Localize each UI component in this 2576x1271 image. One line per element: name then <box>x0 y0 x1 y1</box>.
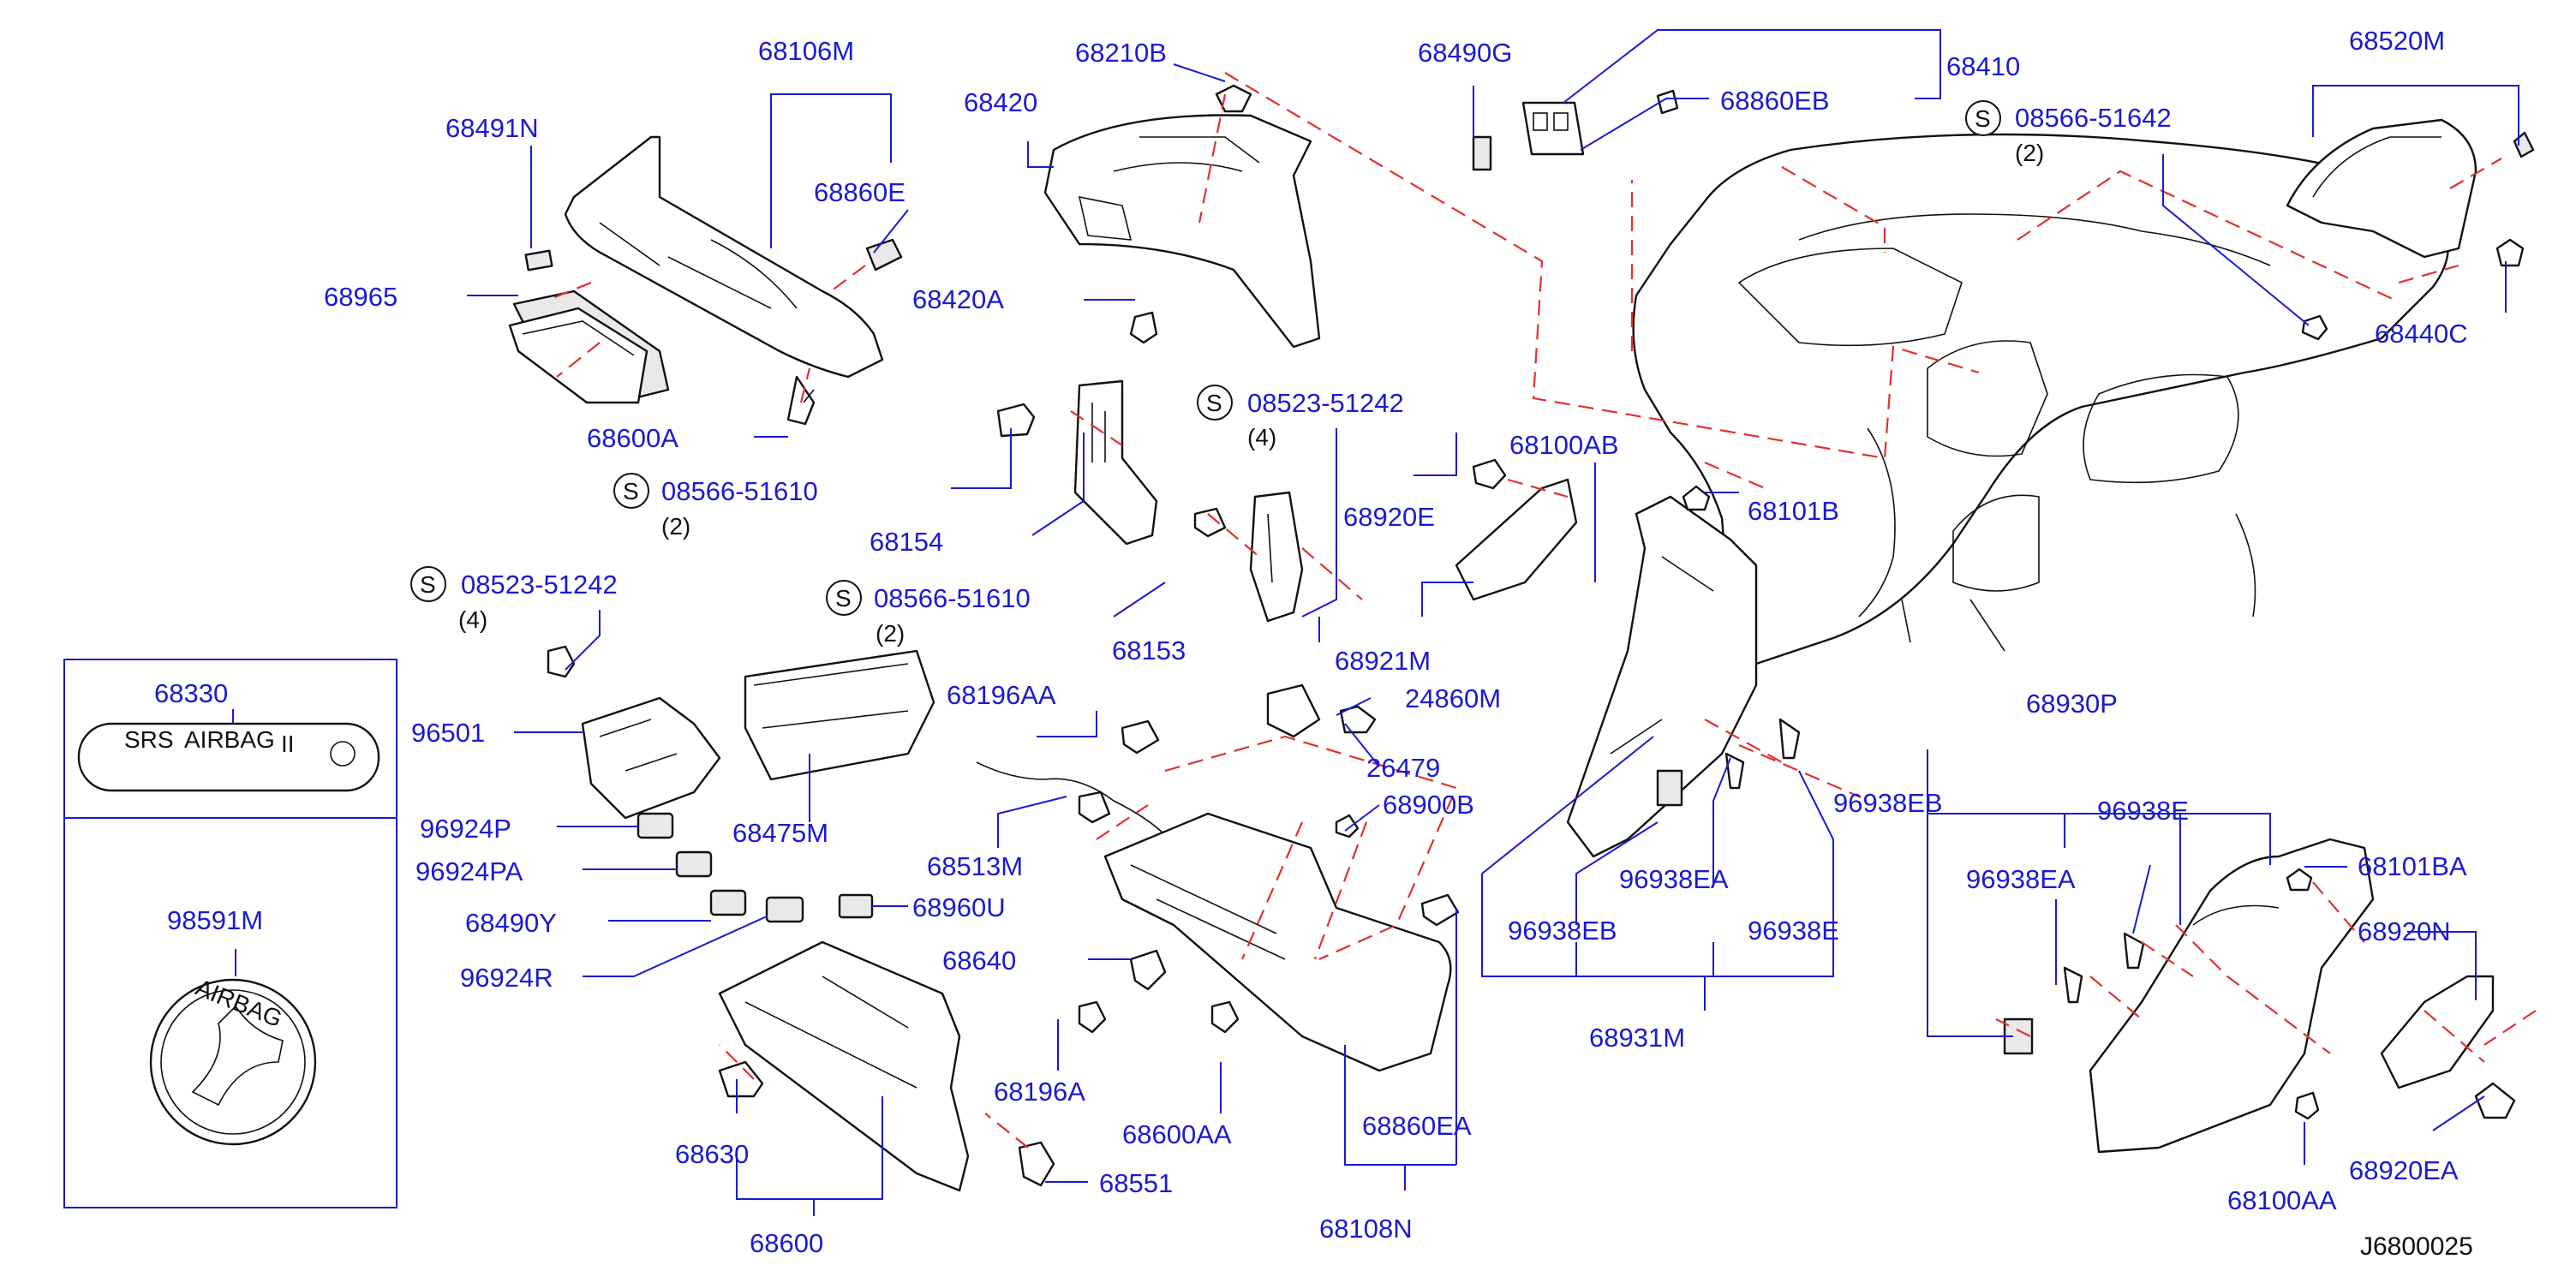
inset-panel: SRS AIRBAG II AIRBAG <box>63 659 397 1208</box>
label-68420A: 68420A <box>912 284 1004 314</box>
label-68153: 68153 <box>1112 636 1186 665</box>
label-96938EB-lower: 96938EB <box>1508 916 1617 946</box>
svg-text:(2): (2) <box>876 620 905 647</box>
label-68101B: 68101B <box>1748 496 1839 526</box>
diagram-code: J6800025 <box>2360 1232 2473 1261</box>
label-68196AA: 68196AA <box>947 680 1056 710</box>
right-lower-panel <box>2003 838 2516 1154</box>
svg-text:SRS: SRS <box>124 726 174 753</box>
label-96924P: 96924P <box>420 814 511 844</box>
label-68930P: 68930P <box>2026 689 2118 719</box>
side-cover <box>1455 458 1578 601</box>
svg-text:08566-51642: 08566-51642 <box>2015 103 2172 133</box>
label-68921M: 68921M <box>1335 646 1431 676</box>
part-labels: 68106M 68491N 68860E 68965 68600A 68210B… <box>154 26 2468 1258</box>
label-68106M: 68106M <box>758 36 854 66</box>
meter-hood <box>1043 84 1321 349</box>
label-68210B: 68210B <box>1075 38 1167 68</box>
label-96938EA-left: 96938EA <box>1619 864 1729 894</box>
small-top-parts <box>1472 89 1679 171</box>
label-24860M: 24860M <box>1405 683 1501 713</box>
svg-text:08523-51242: 08523-51242 <box>1247 388 1404 418</box>
label-68600: 68600 <box>750 1228 823 1258</box>
screw-ref-08523-51242-left: S 08523-51242 (4) <box>410 566 618 633</box>
label-68960U: 68960U <box>912 892 1006 922</box>
label-26479: 26479 <box>1366 753 1440 783</box>
label-68965: 68965 <box>324 282 397 312</box>
label-68920E: 68920E <box>1343 502 1435 532</box>
screw-ref-08566-51610-top: S 08566-51610 (2) <box>613 473 818 540</box>
label-68900B: 68900B <box>1383 790 1474 820</box>
label-68100AA: 68100AA <box>2227 1185 2337 1215</box>
label-96938E-left: 96938E <box>1748 916 1839 946</box>
screw-ref-08566-51610-mid: S 08566-51610 (2) <box>826 580 1031 647</box>
label-68491N: 68491N <box>445 113 539 143</box>
label-68196A: 68196A <box>994 1077 1085 1107</box>
label-68101BA: 68101BA <box>2358 851 2467 881</box>
screw-ref-08523-51242-top: S 08523-51242 (4) <box>1197 385 1404 451</box>
svg-text:II: II <box>281 731 295 757</box>
label-96938EB-upper: 96938EB <box>1833 788 1943 818</box>
label-68520M: 68520M <box>2349 26 2445 56</box>
svg-text:S: S <box>420 571 436 598</box>
label-68100AB: 68100AB <box>1509 430 1619 460</box>
label-68420: 68420 <box>964 87 1037 117</box>
svg-text:(2): (2) <box>661 513 690 540</box>
svg-text:AIRBAG: AIRBAG <box>184 726 275 753</box>
svg-text:S: S <box>1206 390 1222 416</box>
label-68490Y: 68490Y <box>465 908 557 938</box>
label-96924R: 96924R <box>460 963 553 993</box>
label-68860EA: 68860EA <box>1362 1111 1472 1141</box>
assembly-lines <box>547 72 2537 1149</box>
label-68640: 68640 <box>942 946 1016 976</box>
svg-text:08566-51610: 08566-51610 <box>874 583 1031 613</box>
label-68154: 68154 <box>870 527 943 557</box>
srs-label-plate: SRS AIRBAG II <box>77 709 380 792</box>
label-68440C: 68440C <box>2375 319 2468 349</box>
label-96938EA-right: 96938EA <box>1966 864 2076 894</box>
label-68490G: 68490G <box>1418 38 1512 68</box>
glove-box-assembly <box>718 812 1460 1192</box>
instrument-panel-illustration <box>1632 133 2450 665</box>
label-68108N: 68108N <box>1319 1214 1413 1244</box>
corner-trim <box>2286 118 2535 341</box>
label-68920N: 68920N <box>2358 916 2451 946</box>
label-96924PA: 96924PA <box>415 856 523 886</box>
harness-connectors <box>976 683 1377 836</box>
label-68600A: 68600A <box>587 423 678 453</box>
leader-lines <box>467 29 2519 1216</box>
label-68475M: 68475M <box>732 818 828 848</box>
label-68330: 68330 <box>154 678 228 708</box>
svg-text:S: S <box>835 585 852 612</box>
svg-text:(2): (2) <box>2015 140 2044 166</box>
label-68410: 68410 <box>1946 51 2020 81</box>
airbag-badge: AIRBAG <box>149 949 317 1146</box>
label-68860E: 68860E <box>814 177 905 207</box>
label-96501: 96501 <box>411 718 485 748</box>
small-bin <box>508 307 648 404</box>
svg-text:(4): (4) <box>458 606 487 633</box>
switch-cluster <box>547 645 935 923</box>
brackets <box>996 379 1304 623</box>
label-98591M: 98591M <box>167 905 263 935</box>
label-68860EB: 68860EB <box>1720 86 1830 116</box>
label-68600AA: 68600AA <box>1122 1119 1232 1149</box>
label-68513M: 68513M <box>927 851 1023 881</box>
svg-text:08566-51610: 08566-51610 <box>661 476 818 506</box>
label-68551: 68551 <box>1099 1168 1173 1198</box>
svg-text:08523-51242: 08523-51242 <box>461 570 618 600</box>
svg-text:S: S <box>1975 105 1991 132</box>
svg-text:S: S <box>623 478 639 504</box>
label-96938E-right: 96938E <box>2097 796 2189 826</box>
label-68931M: 68931M <box>1589 1023 1685 1053</box>
svg-text:(4): (4) <box>1247 424 1276 451</box>
label-68630: 68630 <box>675 1139 749 1169</box>
screw-ref-08566-51642: S 08566-51642 (2) <box>1965 100 2172 166</box>
label-68920EA: 68920EA <box>2349 1155 2459 1185</box>
